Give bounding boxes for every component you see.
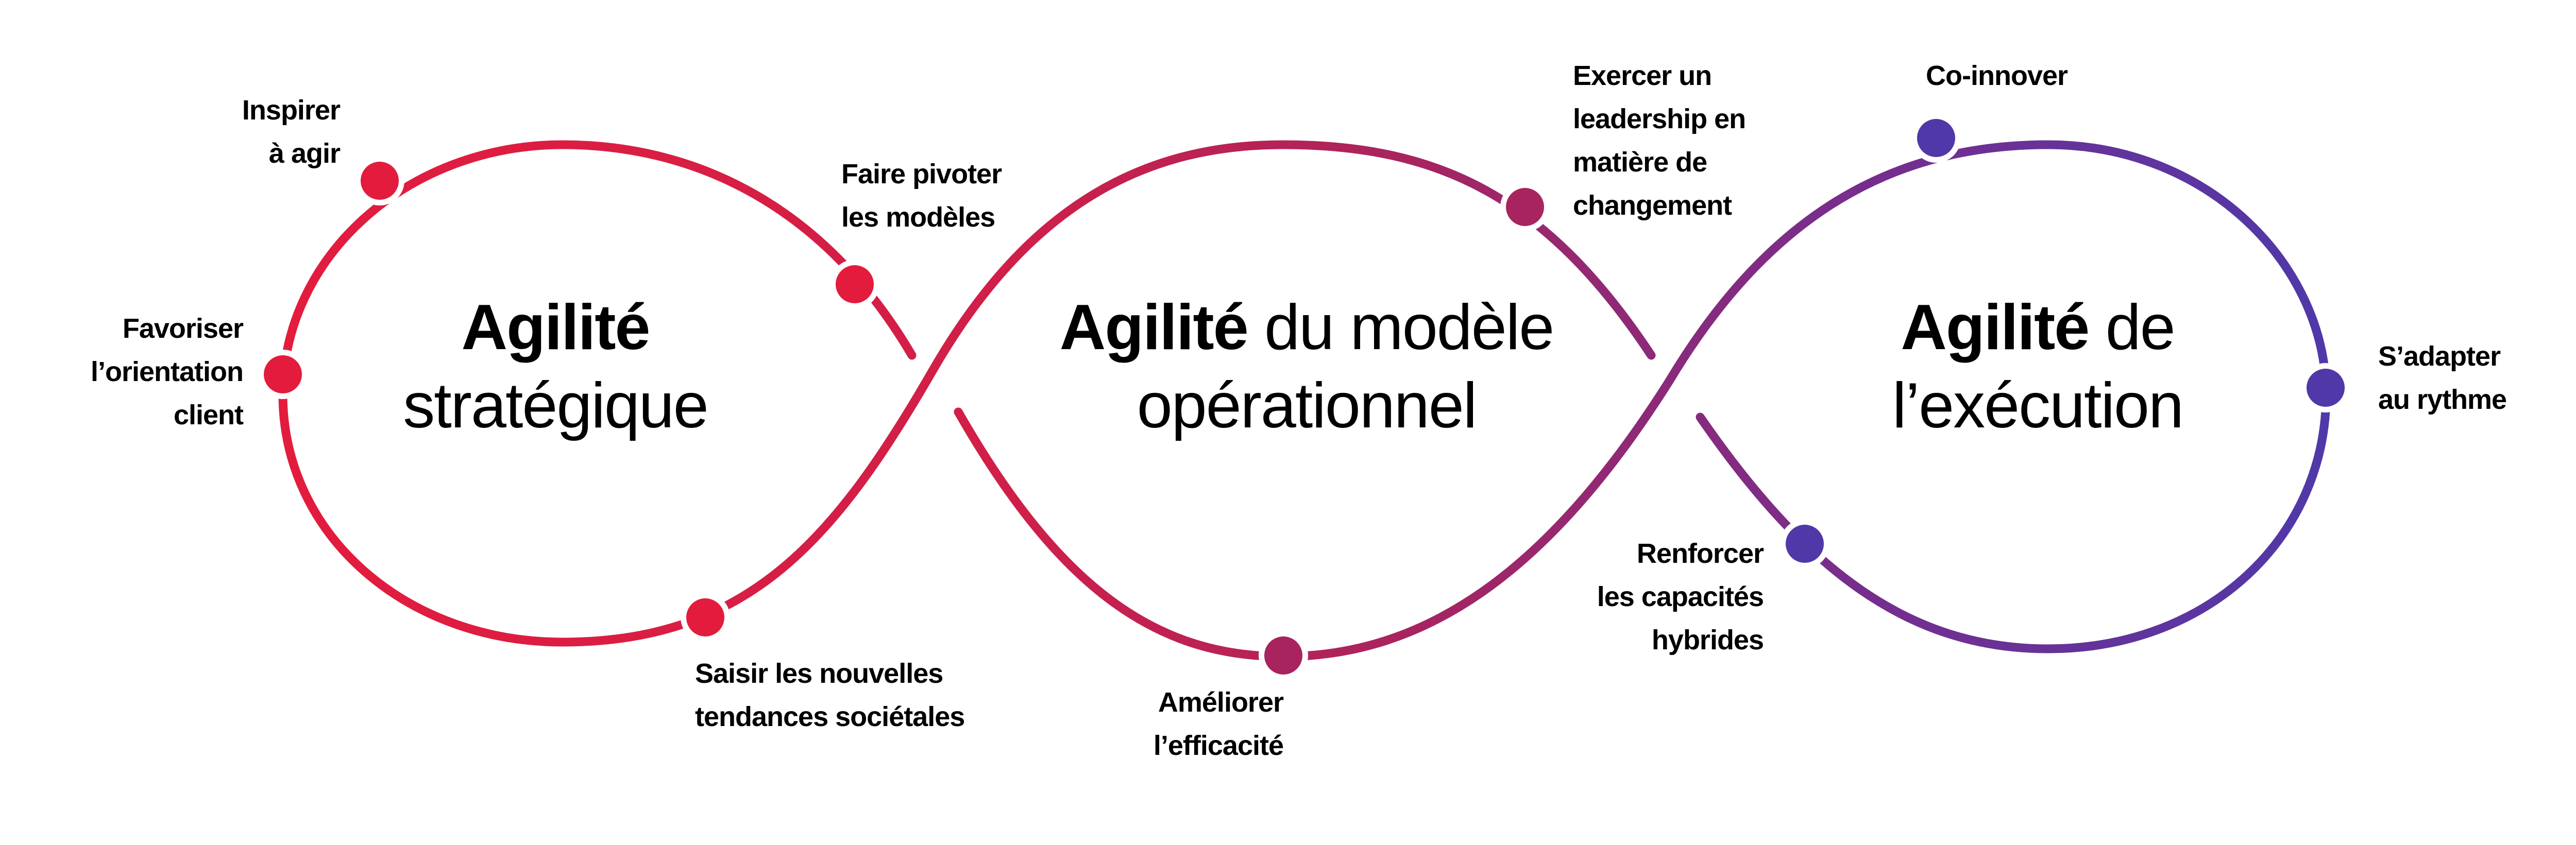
dot-customer (264, 355, 302, 393)
label-line: Améliorer (1158, 687, 1284, 718)
title-strategic-agility: Agilité stratégique (403, 288, 709, 445)
label-customer: Favoriser l’orientation client (91, 307, 244, 437)
label-line: à agir (268, 138, 341, 169)
label-line: Saisir les nouvelles (695, 658, 943, 689)
title-bold: Agilité (461, 292, 651, 363)
dot-inspire (361, 162, 399, 200)
label-line: Renforcer (1636, 538, 1764, 569)
title-operational-agility: Agilité du modèle opérationnel (1059, 288, 1554, 445)
label-line: matière de (1573, 147, 1707, 178)
label-line: l’efficacité (1153, 730, 1284, 761)
label-hybrid: Renforcer les capacités hybrides (1597, 532, 1764, 662)
label-line: Co-innover (1926, 60, 2068, 91)
title-execution-agility: Agilité de l’exécution (1892, 288, 2184, 445)
label-line: tendances sociétales (695, 701, 965, 732)
label-line: changement (1573, 190, 1732, 221)
dot-trends (686, 598, 724, 636)
loop-path-main (278, 140, 1656, 647)
label-line: hybrides (1651, 625, 1764, 656)
label-trends: Saisir les nouvelles tendances sociétale… (695, 652, 965, 738)
label-line: l’orientation (91, 356, 244, 387)
label-pivot: Faire pivoter les modèles (841, 152, 1002, 239)
label-line: client (173, 400, 244, 430)
label-line: les capacités (1597, 581, 1764, 612)
label-line: au rythme (2378, 384, 2507, 415)
dot-leadership (1506, 188, 1544, 226)
dot-coinnovate (1917, 119, 1955, 157)
label-leadership: Exercer un leadership en matière de chan… (1573, 54, 1746, 227)
title-line2: l’exécution (1892, 370, 2184, 441)
label-coinnovate: Co-innover (1926, 54, 2068, 97)
label-line: leadership en (1573, 104, 1746, 134)
label-line: S’adapter (2378, 341, 2501, 372)
label-inspire: Inspirer à agir (242, 89, 341, 175)
title-rest: de (2089, 292, 2176, 363)
dot-hybrid (1786, 525, 1824, 563)
label-line: Favoriser (122, 313, 244, 344)
dot-efficiency (1264, 636, 1302, 675)
title-bold: Agilité (1059, 292, 1249, 363)
dot-pivot (836, 265, 874, 303)
dot-pace (2307, 369, 2345, 407)
title-line2: stratégique (403, 370, 709, 441)
label-efficiency: Améliorer l’efficacité (1153, 681, 1284, 767)
title-line2: opérationnel (1137, 370, 1478, 441)
label-line: Exercer un (1573, 60, 1712, 91)
label-line: Inspirer (242, 95, 341, 126)
title-bold: Agilité (1901, 292, 2090, 363)
label-line: les modèles (841, 202, 995, 233)
label-pace: S’adapter au rythme (2378, 335, 2507, 421)
label-line: Faire pivoter (841, 159, 1002, 189)
title-rest: du modèle (1247, 292, 1554, 363)
